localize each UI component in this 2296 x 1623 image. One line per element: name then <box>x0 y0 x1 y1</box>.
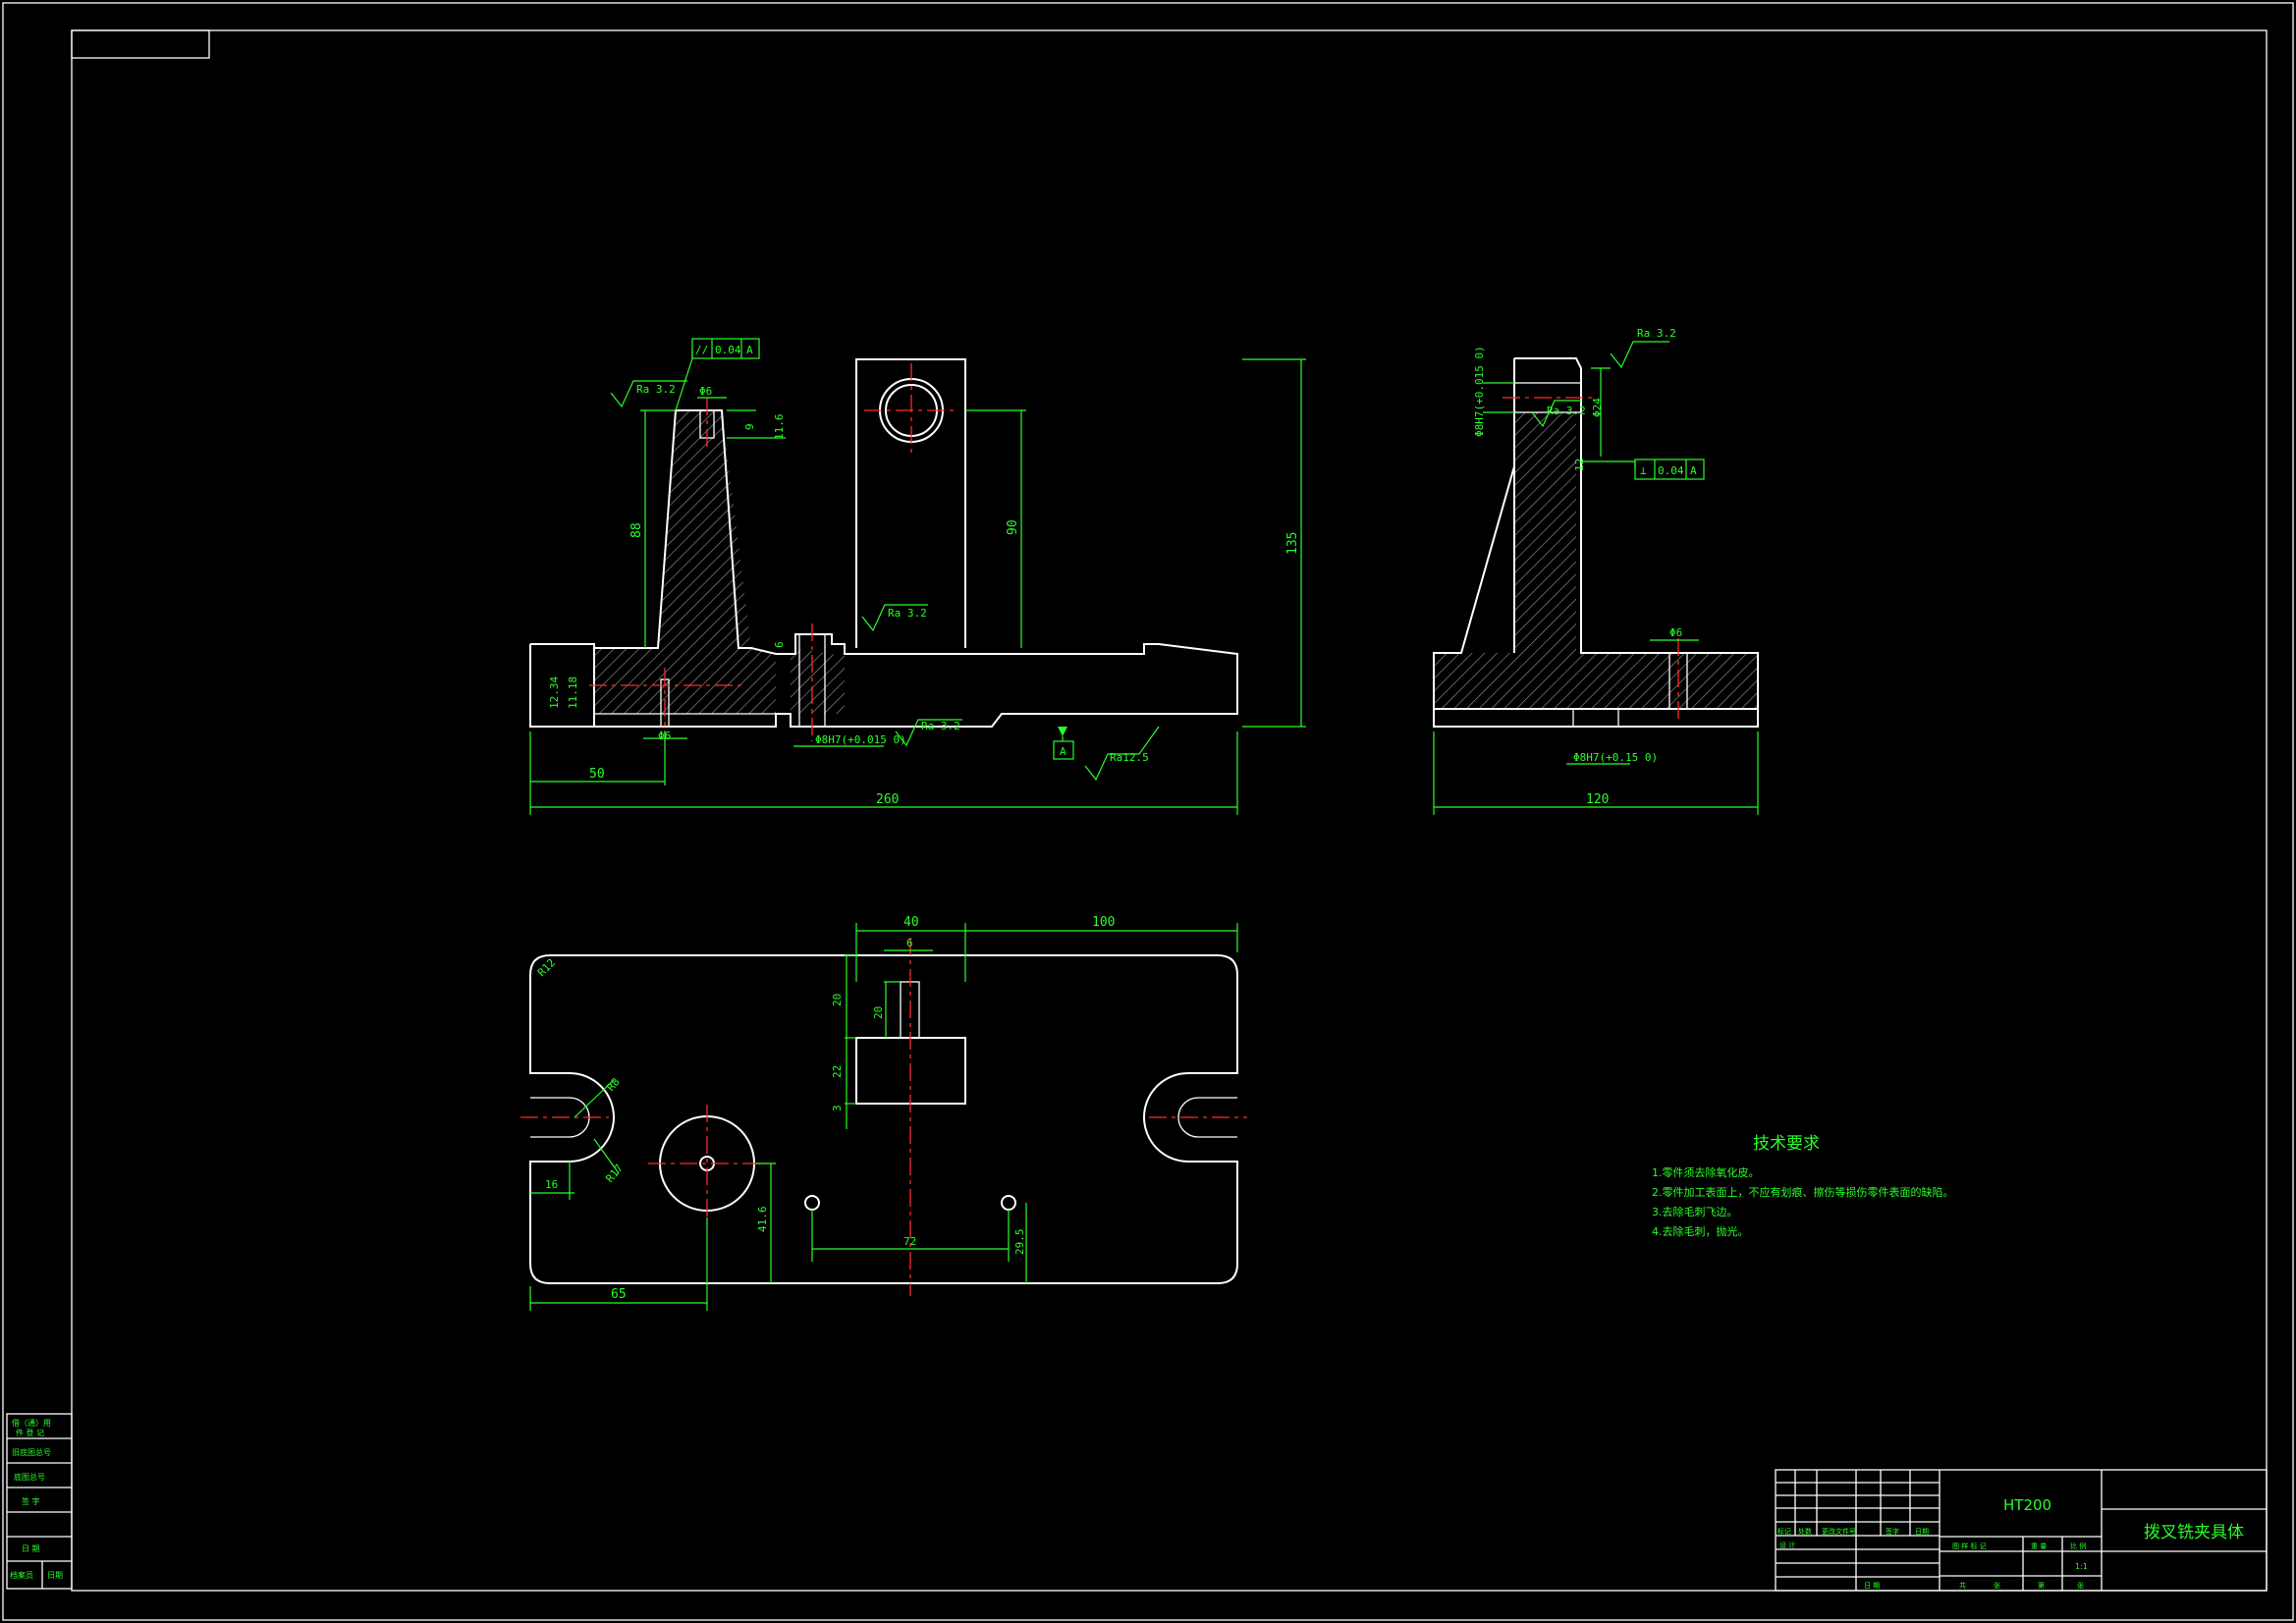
dim-h29-5: 29.5 <box>1013 1229 1026 1256</box>
dim-h41-6: 41.6 <box>756 1207 769 1233</box>
tech-notes-heading: 技术要求 <box>1753 1134 1820 1154</box>
side-small: 12 <box>1573 459 1586 471</box>
dim-height-135: 135 <box>1285 532 1300 555</box>
title-design: 设 计 <box>1779 1541 1795 1549</box>
dim-r17: R17 <box>603 1162 626 1185</box>
dim-total-260: 260 <box>876 792 899 807</box>
geo-tol-symbol-front: // <box>695 344 708 356</box>
title-stage-1: 图 样 标 记 <box>1952 1542 1987 1550</box>
side-bore-tol: Φ8H7(+0.015 0) <box>1473 346 1486 437</box>
title-block: HT200 拨叉铣夹具体 1:1 标记 处数 更改文件号 签字 日期 设 计 图… <box>1775 1469 2268 1592</box>
dim-depth-11-6: 11.6 <box>773 414 786 441</box>
dim-height-90: 90 <box>1006 519 1020 535</box>
left-row-1: 借（通）用 <box>12 1418 51 1428</box>
roughness-side-1: Ra 3.2 <box>1637 327 1676 340</box>
top-view: 40 100 6 20 22 3 20 R8 R17 R12 16 65 41.… <box>520 915 1247 1311</box>
dim-top-width: Φ6 <box>699 385 712 398</box>
left-row-4: 底图总号 <box>14 1472 45 1482</box>
geo-tol-value-side: 0.04 <box>1658 464 1684 477</box>
title-sheet-4: 张 <box>2077 1581 2084 1590</box>
dim-w65: 65 <box>611 1287 627 1302</box>
dim-w16: 16 <box>545 1178 558 1191</box>
title-sheet-3: 第 <box>2038 1581 2045 1590</box>
inner-frame <box>71 29 2268 1592</box>
title-header-2: 处数 <box>1798 1527 1812 1536</box>
left-row-3: 旧底图总号 <box>12 1447 51 1457</box>
tech-notes: 技术要求 1.零件须去除氧化皮。 2.零件加工表面上，不应有划痕、擦伤等损伤零件… <box>1652 1134 1954 1238</box>
title-header-4: 签字 <box>1886 1527 1899 1536</box>
tech-note-3: 3.去除毛刺飞边。 <box>1652 1205 1738 1218</box>
title-date: 日 期 <box>1864 1582 1880 1590</box>
left-row-5: 签 字 <box>22 1496 40 1506</box>
dim-w72: 72 <box>903 1235 916 1248</box>
title-header-1: 标记 <box>1777 1527 1791 1536</box>
title-header-5: 日期 <box>1915 1528 1929 1536</box>
dim-height-88: 88 <box>629 522 644 538</box>
geo-tol-datum-side: A <box>1690 464 1697 477</box>
side-bottom-bore: Φ8H7(+0.15 0) <box>1573 751 1658 764</box>
dim-side-12-34: 12.34 <box>548 676 561 709</box>
side-hole: Φ6 <box>1669 626 1682 639</box>
title-stage-2: 重 量 <box>2031 1542 2047 1550</box>
title-sheet-2: 张 <box>1994 1581 2000 1590</box>
geo-tol-symbol-side: ⊥ <box>1640 464 1647 477</box>
geo-tol-value-front: 0.04 <box>715 344 741 356</box>
left-strip: 借（通）用 件 登 记 旧底图总号 底图总号 签 字 日 期 档案员 日期 <box>6 1413 73 1590</box>
left-bottom-1: 档案员 <box>10 1570 33 1580</box>
title-scale: 1:1 <box>2075 1562 2088 1571</box>
roughness-front-1: Ra 3.2 <box>636 383 676 396</box>
dim-total-120: 120 <box>1586 792 1609 807</box>
dim-h20a: 20 <box>831 994 844 1006</box>
dim-depth-9: 9 <box>743 423 756 430</box>
roughness-front-4: Ra12.5 <box>1110 751 1149 764</box>
roughness-front-2: Ra 3.2 <box>888 607 927 620</box>
left-row-6: 日 期 <box>22 1544 40 1553</box>
roughness-side-2: Ra 3.2 <box>1547 405 1586 417</box>
title-sheet-1: 共 <box>1959 1581 1966 1590</box>
tech-note-2: 2.零件加工表面上，不应有划痕、擦伤等损伤零件表面的缺陷。 <box>1652 1185 1954 1199</box>
title-stage-3: 比 例 <box>2070 1542 2086 1550</box>
left-row-2: 件 登 记 <box>16 1428 44 1437</box>
dim-bore-tol: Φ8H7(+0.015 0) <box>815 733 906 746</box>
dim-h20b: 20 <box>872 1006 885 1019</box>
top-left-tab <box>71 29 210 59</box>
roughness-front-3: Ra 3.2 <box>921 720 960 732</box>
geo-tol-datum-front: A <box>746 344 753 356</box>
dim-side-11-18: 11.18 <box>567 676 579 709</box>
dim-w100: 100 <box>1092 915 1115 930</box>
title-material: HT200 <box>2003 1496 2051 1514</box>
dim-w6: 6 <box>906 937 913 949</box>
tech-note-1: 1.零件须去除氧化皮。 <box>1652 1165 1760 1179</box>
left-bottom-2: 日期 <box>47 1571 63 1580</box>
dim-left-50: 50 <box>589 767 605 782</box>
dim-w40: 40 <box>903 915 919 930</box>
dim-pin-bottom: Φ6 <box>658 730 671 742</box>
title-part-name: 拨叉铣夹具体 <box>2144 1523 2244 1542</box>
dim-h3: 3 <box>831 1105 844 1111</box>
side-view: 120 Φ8H7(+0.015 0) Φ24 12 Φ6 Φ8H7(+0.15 … <box>1433 327 1759 815</box>
dim-corner: R12 <box>535 956 558 979</box>
side-d24: Φ24 <box>1591 398 1604 417</box>
title-header-3: 更改文件号 <box>1822 1527 1856 1536</box>
dim-r8: R8 <box>604 1075 622 1094</box>
dim-h22: 22 <box>831 1065 844 1078</box>
tech-note-4: 4.去除毛刺，抛光。 <box>1652 1224 1749 1238</box>
datum-a-front: A <box>1060 745 1066 758</box>
dim-small-6: 6 <box>773 641 786 648</box>
front-view: 260 50 135 90 88 Φ6 9 11.6 12.34 11.18 6… <box>529 338 1306 815</box>
